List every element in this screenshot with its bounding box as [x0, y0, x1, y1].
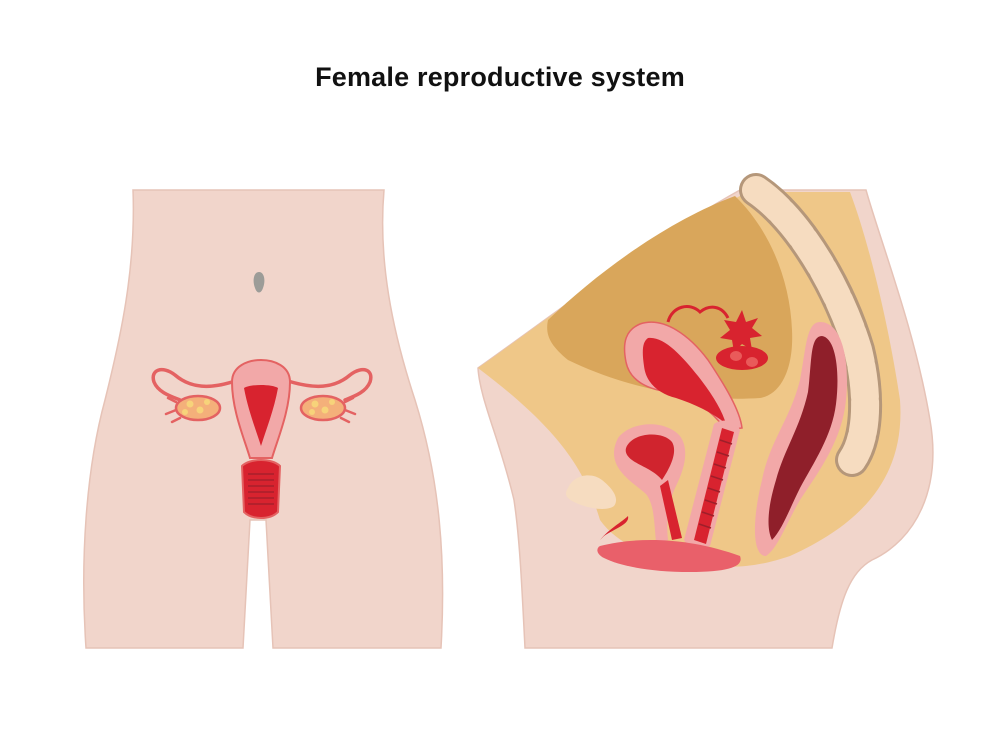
navel-icon [253, 272, 265, 293]
page-title: Female reproductive system [315, 62, 685, 92]
front-view [83, 189, 444, 649]
bladder-icon [614, 424, 686, 542]
uterus-icon [230, 358, 292, 459]
vagina-icon [240, 459, 282, 519]
labia-icon [600, 516, 629, 540]
fallopian-tube-icon [151, 367, 373, 402]
uterus-icon [623, 321, 743, 431]
side-view [477, 173, 934, 649]
spine-icon [739, 173, 883, 477]
rectum-icon [754, 322, 847, 556]
vagina-icon [684, 420, 740, 548]
vulva-icon [597, 540, 741, 572]
pubic-bone-icon [566, 475, 617, 509]
ovary-icon [666, 305, 768, 370]
ovary-icon [164, 394, 357, 424]
